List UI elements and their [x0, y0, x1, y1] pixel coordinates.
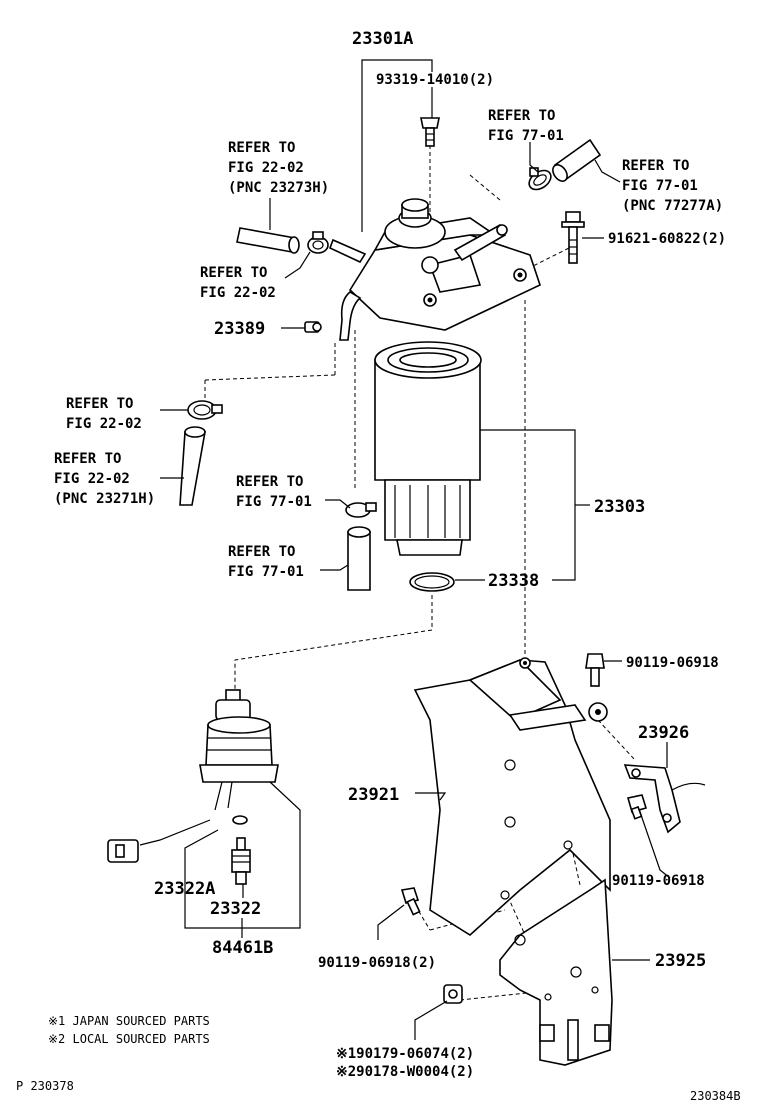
ref-22-02-23273h-line3: (PNC 23273H): [228, 180, 329, 196]
pn-23338: 23338: [488, 571, 539, 591]
pn-screw: 93319-14010(2): [376, 72, 494, 88]
note-japan-sourced: ※1 JAPAN SOURCED PARTS: [48, 1014, 210, 1028]
bolt-right-icon: [626, 794, 648, 820]
fuel-hose-left-icon: [236, 227, 300, 254]
ref-77-01-top-line1: REFER TO: [488, 108, 555, 124]
pn-bolt-flange: 91621-60822(2): [608, 231, 726, 247]
ref-22-02-left-clamp-line2: FIG 22-02: [66, 416, 142, 432]
ref-77-01-mid-hose-line1: REFER TO: [228, 544, 295, 560]
ref-22-02-clamp-line1: REFER TO: [200, 265, 267, 281]
ref-22-02-23271h-line2: FIG 22-02: [54, 471, 130, 487]
footer: P 230378 230384B: [16, 1079, 741, 1103]
ref-22-02-23271h-line1: REFER TO: [54, 451, 121, 467]
note-local-sourced: ※2 LOCAL SOURCED PARTS: [48, 1032, 210, 1046]
bolt-top-icon: [585, 653, 608, 722]
hose-clamp-right-icon: [528, 167, 552, 191]
pn-23389: 23389: [214, 319, 265, 339]
part-labels: 23301A 93319-14010(2) 91621-60822(2) 233…: [154, 29, 726, 1080]
ref-22-02-left-clamp-line1: REFER TO: [66, 396, 133, 412]
pn-23301a: 23301A: [352, 29, 413, 49]
pn-bolt-left: 90119-06918(2): [318, 955, 436, 971]
leader-lines: [160, 59, 671, 1040]
pn-23322: 23322: [210, 899, 261, 919]
bracket-23925: [499, 878, 613, 1066]
filter-head-assembly: [328, 198, 541, 341]
nut-icon: [443, 984, 463, 1004]
ref-77-01-77277a-line3: (PNC 77277A): [622, 198, 723, 214]
small-o-ring-icon: [232, 815, 248, 825]
bolt-left-icon: [400, 887, 421, 916]
ref-77-01-mid-clamp-line1: REFER TO: [236, 474, 303, 490]
pn-23921: 23921: [348, 785, 399, 805]
pn-23322a: 23322A: [154, 879, 215, 899]
fuel-hose-mid-left-icon: [179, 426, 206, 506]
o-ring-icon: [409, 572, 455, 592]
water-sensor-body: [199, 689, 279, 811]
reference-labels: REFER TO FIG 22-02 (PNC 23273H) REFER TO…: [54, 108, 723, 580]
ref-77-01-mid-hose-line2: FIG 77-01: [228, 564, 304, 580]
bracket-23926: [623, 764, 706, 834]
page-code: P 230378: [16, 1079, 74, 1093]
hose-clamp-mid-icon: [345, 502, 377, 518]
ref-77-01-mid-clamp-line2: FIG 77-01: [236, 494, 312, 510]
pn-23303: 23303: [594, 497, 645, 517]
ref-77-01-77277a-line1: REFER TO: [622, 158, 689, 174]
ref-22-02-23273h-line2: FIG 22-02: [228, 160, 304, 176]
fuel-filter-element: [374, 341, 482, 556]
ref-22-02-clamp-line2: FIG 22-02: [200, 285, 276, 301]
flange-bolt-icon: [561, 211, 585, 264]
warning-switch-icon: [231, 837, 251, 885]
hose-clamp-left-icon: [307, 231, 329, 254]
pn-84461b: 84461B: [212, 938, 273, 958]
ref-77-01-top-line2: FIG 77-01: [488, 128, 564, 144]
figure-code: 230384B: [690, 1089, 741, 1103]
ref-77-01-77277a-line2: FIG 77-01: [622, 178, 698, 194]
pn-23925: 23925: [655, 951, 706, 971]
clip-23389-icon: [304, 321, 322, 333]
pn-bolt-right: 90119-06918: [612, 873, 705, 889]
screw-icon: [420, 117, 440, 147]
hose-clamp-mid-left-icon: [187, 400, 223, 420]
pn-nut-local: ※290178-W0004(2): [336, 1064, 474, 1080]
ref-22-02-23273h-line1: REFER TO: [228, 140, 295, 156]
pn-23926: 23926: [638, 723, 689, 743]
pn-nut-japan: ※190179-06074(2): [336, 1046, 474, 1062]
notes: ※1 JAPAN SOURCED PARTS ※2 LOCAL SOURCED …: [48, 1014, 210, 1046]
ref-22-02-23271h-line3: (PNC 23271H): [54, 491, 155, 507]
sensor-connector-icon: [107, 819, 211, 863]
fuel-hose-right-icon: [552, 138, 602, 182]
pn-bolt-top: 90119-06918: [626, 655, 719, 671]
fuel-hose-mid-icon: [347, 526, 371, 591]
bracket-23921: [413, 657, 611, 936]
